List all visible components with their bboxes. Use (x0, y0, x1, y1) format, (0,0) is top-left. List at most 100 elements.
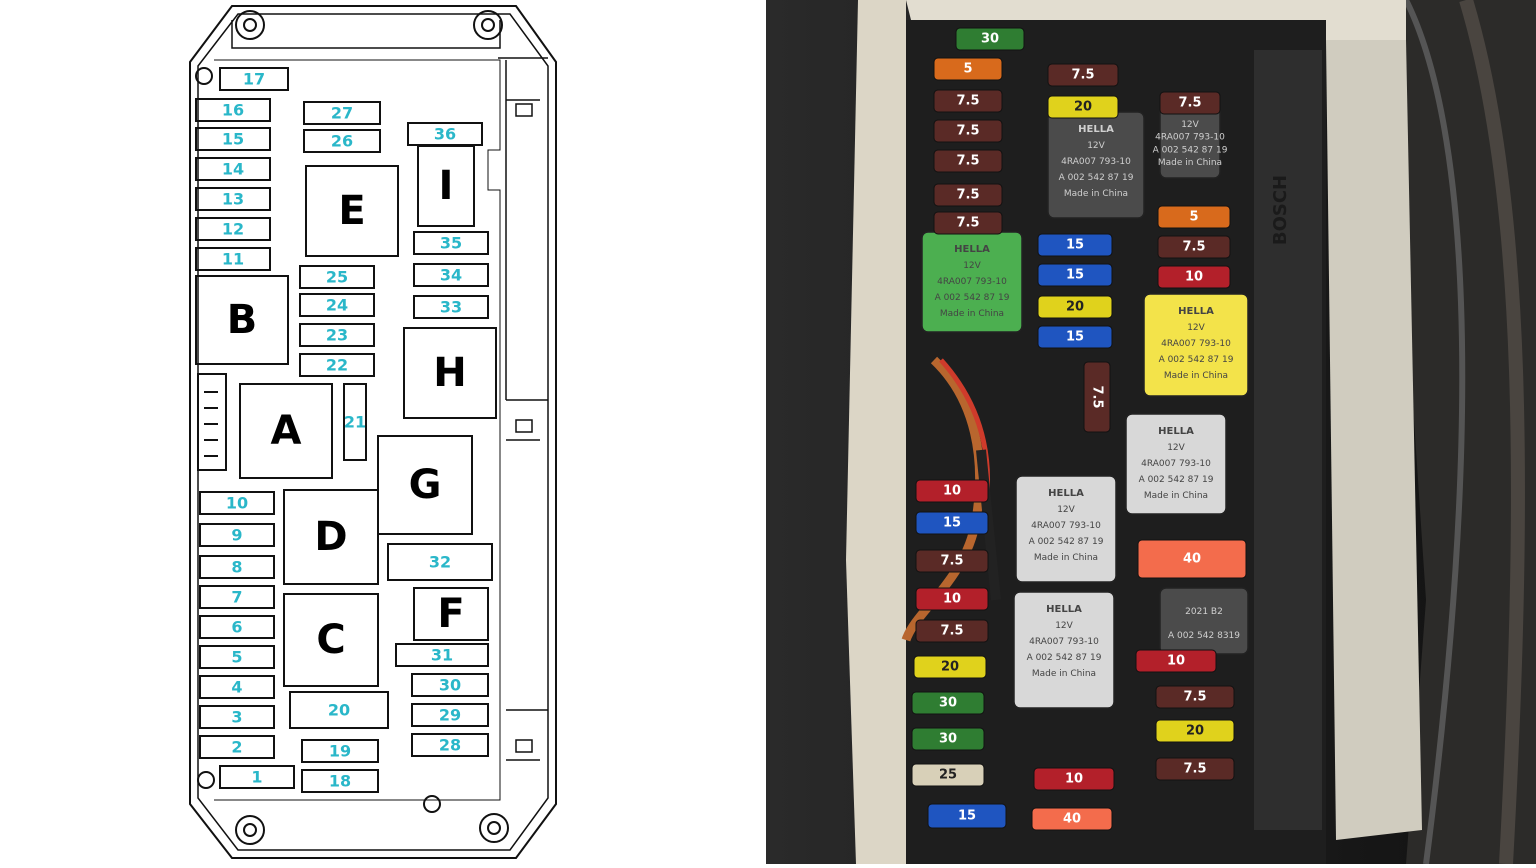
brand-label: BOSCH (1270, 175, 1291, 245)
mounting-holes (195, 10, 509, 845)
fuse-body (1135, 649, 1217, 673)
fuse-slot-6: 6 (199, 615, 275, 639)
photo-relays: HELLA 12V 4RA007 793-10 A 002 542 87 19 Made… (921, 93, 1249, 709)
fuse-slot-32: 32 (387, 543, 493, 581)
fuse-body (915, 511, 989, 535)
fuse-rating: 20 (1074, 100, 1092, 115)
fuse-slot-16: 16 (195, 98, 271, 122)
fuse-body (1157, 265, 1231, 289)
fuse-slot-1: 1 (219, 765, 295, 789)
photo-fuse-10: 10 (915, 587, 989, 611)
photo-fuse-5: 5 (933, 57, 1003, 81)
fuse-slot-25: 25 (299, 265, 375, 289)
relay-marking: A 002 542 87 19 (935, 293, 1010, 303)
photo-fuse-7.5: 7.5 (1083, 361, 1111, 433)
cover-frame-right (1326, 40, 1422, 840)
photo-fuse-7.5: 7.5 (1047, 63, 1119, 87)
photo-fuse-15: 15 (927, 803, 1007, 829)
fuse-number-6: 6 (231, 618, 242, 637)
fuse-rating: 20 (941, 660, 959, 675)
relay-marking: A 002 542 87 19 (1027, 653, 1102, 663)
photo-fuse-20: 20 (1155, 719, 1235, 743)
fuse-slot-outline (411, 673, 489, 697)
relay-marking: 12V (1167, 443, 1185, 453)
fuse-body (915, 587, 989, 611)
fuse-slot-30: 30 (411, 673, 489, 697)
fuse-body (1037, 325, 1113, 349)
fuse-slot-28: 28 (411, 733, 489, 757)
relay-slot-outline (283, 593, 379, 687)
photo-fuse-7.5: 7.5 (915, 549, 989, 573)
fuse-rating: 7.5 (1178, 96, 1201, 111)
relay-slot-outline (283, 489, 379, 585)
fuse-slot-15: 15 (195, 127, 271, 151)
photo-fuse-30: 30 (911, 727, 985, 751)
relay-marking: 4RA007 793-10 (1031, 521, 1101, 531)
fuse-number-17: 17 (243, 70, 265, 89)
photo-fuse-10: 10 (915, 479, 989, 503)
side-slot-mid (515, 419, 533, 433)
photo-relay: 2021 B2A 002 542 8319 (1159, 587, 1249, 655)
relay-marking: Made in China (1164, 371, 1228, 381)
relay-marking: HELLA (954, 244, 990, 255)
photo-fuse-15: 15 (1037, 263, 1113, 287)
fuse-slot-7: 7 (199, 585, 275, 609)
relay-slot-H: H (403, 327, 497, 419)
relay-marking: Made in China (940, 309, 1004, 319)
side-slot-top (515, 103, 533, 117)
relay-letter-B: B (227, 297, 258, 343)
photo-fuse-7.5: 7.5 (933, 149, 1003, 173)
fuse-slot-24: 24 (299, 293, 375, 317)
fuse-number-31: 31 (431, 646, 453, 665)
fuse-box-photo: BOSCH HELLA 12V 4RA007 793-10 A 002 542 87 … (766, 0, 1536, 864)
fuse-number-7: 7 (231, 588, 242, 607)
fuse-body (1159, 91, 1221, 115)
fuse-slot-outline (199, 555, 275, 579)
fuse-slot-10: 10 (199, 491, 275, 515)
fuse-rating: 7.5 (1182, 240, 1205, 255)
fuse-rating: 15 (943, 516, 961, 531)
fuse-slot-2: 2 (199, 735, 275, 759)
fuse-rating: 5 (1189, 210, 1198, 225)
fuse-slot-outline (301, 769, 379, 793)
relay-slot-outline (417, 145, 475, 227)
fuse-slot-outline (411, 733, 489, 757)
relay-marking: A 002 542 87 19 (1029, 537, 1104, 547)
fuse-body (1037, 233, 1113, 257)
fuse-number-21: 21 (344, 413, 366, 432)
fuse-number-11: 11 (222, 250, 244, 269)
fuse-number-10: 10 (226, 494, 248, 513)
fuse-rating: 10 (1185, 270, 1203, 285)
fuse-rating: 5 (963, 62, 972, 77)
fuse-slot-5: 5 (199, 645, 275, 669)
relay-body (1125, 413, 1227, 515)
fuse-body (1157, 205, 1231, 229)
fuse-rating: 7.5 (1071, 68, 1094, 83)
fuse-slot-12: 12 (195, 217, 271, 241)
relay-marking: 4RA007 793-10 (937, 277, 1007, 287)
fuse-slot-outline (303, 129, 381, 153)
relay-slot-D: D (283, 489, 379, 585)
fuse-number-18: 18 (329, 772, 351, 791)
fuse-body (1031, 807, 1113, 831)
fuse-rating: 7.5 (1090, 385, 1105, 408)
fuse-rating: 25 (939, 768, 957, 783)
relay-marking: 4RA007 793-10 (1061, 157, 1131, 167)
fuse-body (911, 727, 985, 751)
relay-body (1143, 293, 1249, 397)
photo-fuse-10: 10 (1157, 265, 1231, 289)
photo-fuse-40: 40 (1137, 539, 1247, 579)
fuse-number-29: 29 (439, 706, 461, 725)
relay-marking: 12V (1187, 323, 1205, 333)
side-rail (1254, 50, 1322, 830)
fuse-slot-outline (387, 543, 493, 581)
fuse-slot-13: 13 (195, 187, 271, 211)
fuse-body (1037, 295, 1113, 319)
photo-fuse-15: 15 (1037, 325, 1113, 349)
fuse-body (1037, 263, 1113, 287)
photo-fuse-5: 5 (1157, 205, 1231, 229)
fuse-number-1: 1 (251, 768, 262, 787)
